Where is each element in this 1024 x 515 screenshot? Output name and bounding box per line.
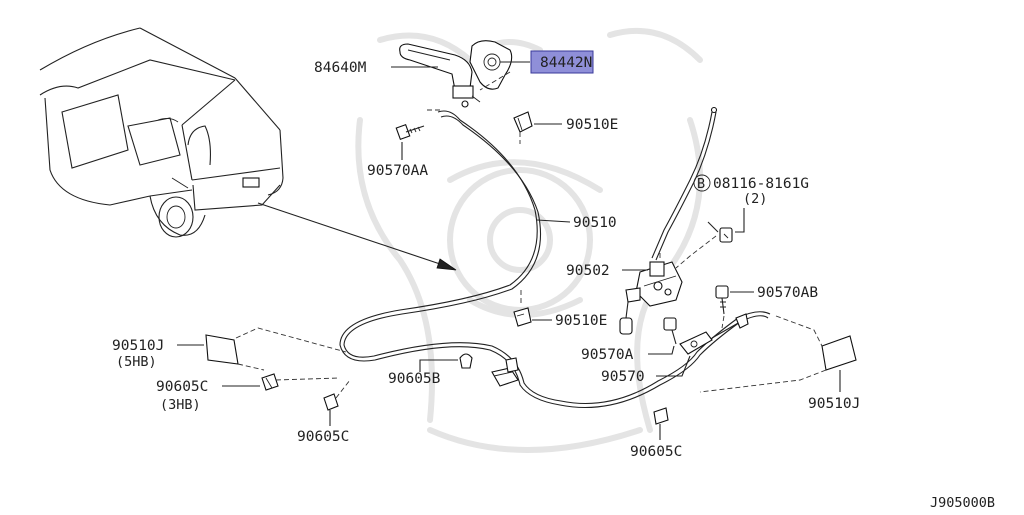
- cover-90510J-right: [699, 315, 857, 393]
- part-label-90510E-top[interactable]: 90510E: [566, 117, 618, 133]
- clip-90510E-mid: [513, 290, 532, 327]
- clip-90510E-top: [513, 111, 533, 144]
- cable-90510: [339, 110, 771, 409]
- clip-90605C-bottom: [323, 393, 339, 426]
- part-label-90570AB[interactable]: 90570AB: [757, 285, 818, 301]
- bolt-marker-letter: B: [697, 176, 705, 192]
- diagram-id: J905000B: [930, 495, 995, 510]
- part-label-84442N[interactable]: 84442N: [540, 55, 592, 71]
- part-label-90510J-left[interactable]: 90510J: [112, 338, 164, 354]
- part-label-90510J-right[interactable]: 90510J: [808, 396, 860, 412]
- part-note-90510J-left: (5HB): [116, 354, 157, 370]
- part-label-84640M: 84640M: [314, 60, 367, 76]
- arrow-to-detail: [257, 202, 457, 271]
- clip-90605C-bottom-right: [653, 407, 669, 440]
- part-label-08116-8161G[interactable]: 08116-8161G: [713, 176, 809, 192]
- bolt-90570AB: [715, 285, 729, 315]
- bolt-90570AA: [395, 123, 425, 141]
- cover-90510J-left: [205, 327, 347, 371]
- part-label-90605C-left[interactable]: 90605C: [156, 379, 208, 395]
- part-label-90605B[interactable]: 90605B: [388, 371, 441, 387]
- lock-90502: [619, 261, 683, 335]
- grommet-90605B: [459, 353, 519, 387]
- part-label-90510E-mid[interactable]: 90510E: [555, 313, 607, 329]
- part-qty-08116-8161G: (2): [743, 191, 767, 207]
- part-label-90570[interactable]: 90570: [601, 369, 645, 385]
- bolt-marker-circle: [693, 174, 711, 192]
- striker-90570: [679, 313, 749, 355]
- part-label-90502[interactable]: 90502: [566, 263, 610, 279]
- part-label-90605C-bottom-right[interactable]: 90605C: [630, 444, 682, 460]
- clip-90605C-left: [261, 373, 279, 391]
- part-label-90570AA[interactable]: 90570AA: [367, 163, 428, 179]
- bezel-84442N: [469, 40, 513, 90]
- handle-84640M: [399, 43, 481, 108]
- watermark-emblem: [355, 27, 703, 453]
- part-note-90605C-left: (3HB): [160, 397, 201, 413]
- bolt-08116-8161G: [707, 221, 733, 243]
- part-label-90605C-bottom[interactable]: 90605C: [297, 429, 349, 445]
- highlight-box: [530, 50, 594, 74]
- vehicle-illustration: [39, 27, 284, 238]
- part-label-90510[interactable]: 90510: [573, 215, 617, 231]
- bolt-90570A: [663, 317, 677, 345]
- part-label-90570A[interactable]: 90570A: [581, 347, 634, 363]
